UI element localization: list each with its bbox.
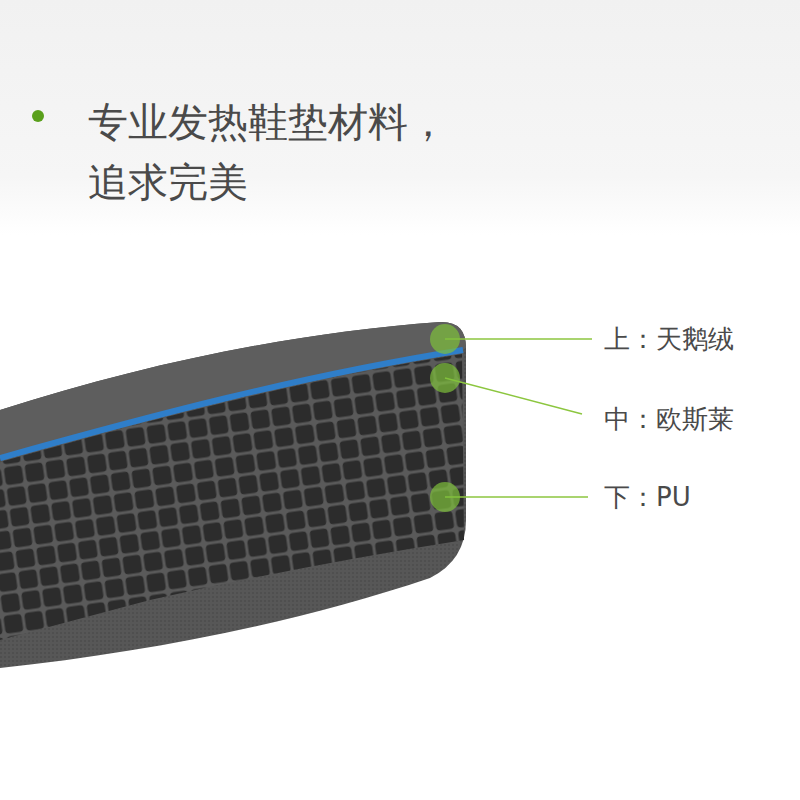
insole-body xyxy=(0,322,466,668)
leaders xyxy=(430,324,592,512)
top-band xyxy=(0,0,800,235)
title: 专业发热鞋垫材料， 追求完美 xyxy=(88,92,468,212)
leader-line xyxy=(445,378,582,414)
leader-dot xyxy=(430,363,460,393)
leader-line xyxy=(445,496,588,498)
layer-label: 上：天鹅绒 xyxy=(604,323,734,355)
leader-dot xyxy=(430,324,460,354)
layer-label: 下：PU xyxy=(604,481,691,513)
layer-label: 中：欧斯莱 xyxy=(604,403,734,435)
leader-dot xyxy=(430,482,460,512)
bullet-dot xyxy=(32,110,44,122)
blue-layer xyxy=(0,350,463,458)
leader-line xyxy=(445,338,592,340)
